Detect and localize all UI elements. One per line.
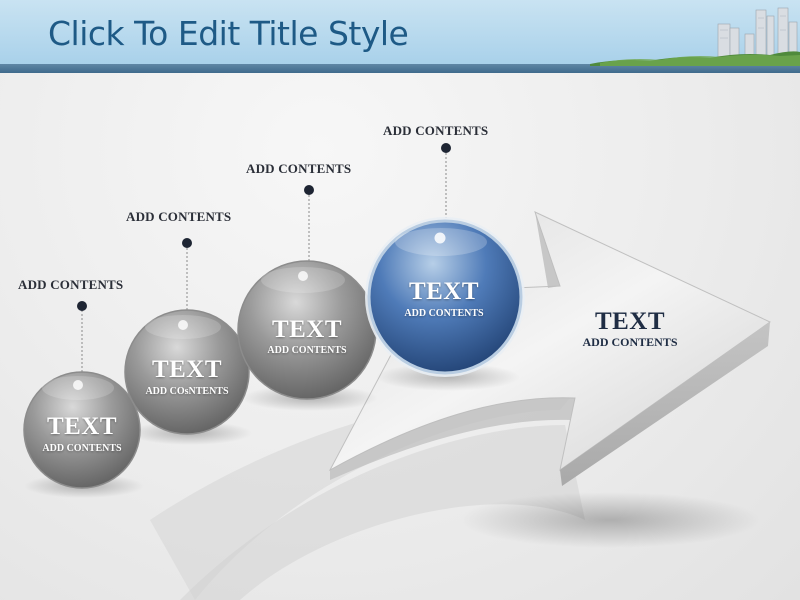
- arrow-title[interactable]: TEXT: [594, 308, 666, 335]
- step-4-title[interactable]: TEXT: [408, 278, 480, 305]
- step-2-title[interactable]: TEXT: [151, 356, 223, 383]
- step-4-callout[interactable]: ADD CONTENTS: [383, 123, 489, 138]
- arrow-subtitle[interactable]: ADD CONTENTS: [582, 335, 678, 349]
- step-2-subtitle[interactable]: ADD COsNTENTS: [145, 386, 229, 397]
- header-divider-bar: [0, 64, 800, 73]
- step-1-title[interactable]: TEXT: [46, 413, 118, 440]
- step-3-callout[interactable]: ADD CONTENTS: [246, 161, 352, 176]
- city-skyline-image: [590, 7, 800, 66]
- step-3-title[interactable]: TEXT: [271, 316, 343, 343]
- slide-title[interactable]: Click To Edit Title Style: [48, 14, 409, 53]
- step-3-subtitle[interactable]: ADD CONTENTS: [267, 345, 347, 356]
- header-band: [0, 0, 800, 64]
- step-1-callout[interactable]: ADD CONTENTS: [18, 277, 124, 292]
- step-2-callout[interactable]: ADD CONTENTS: [126, 209, 232, 224]
- step-4-subtitle[interactable]: ADD CONTENTS: [404, 308, 484, 319]
- step-1-subtitle[interactable]: ADD CONTENTS: [42, 443, 122, 454]
